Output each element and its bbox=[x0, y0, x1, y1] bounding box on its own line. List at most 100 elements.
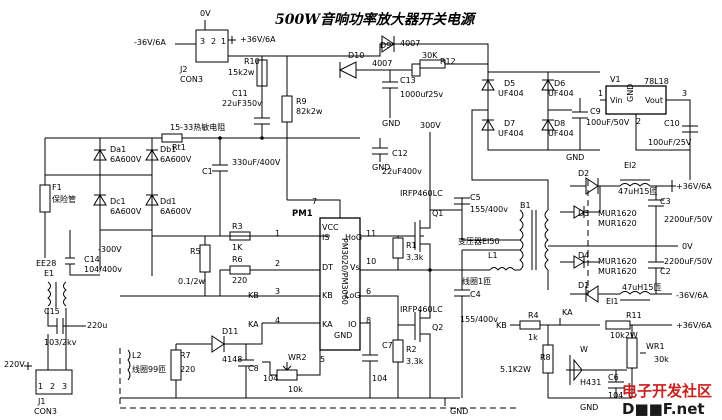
c14-value: 104/400v bbox=[84, 265, 122, 274]
c220u-label: 220u bbox=[87, 321, 107, 330]
c7-value: 104 bbox=[372, 374, 387, 383]
fuse-f1 bbox=[39, 137, 100, 258]
connector-j1 bbox=[35, 369, 73, 395]
r10-label: R10 bbox=[244, 57, 260, 66]
d11-label: D11 bbox=[222, 327, 238, 336]
resistor-r1 bbox=[392, 236, 404, 270]
watermark-line2: D■■F.net bbox=[622, 400, 705, 418]
pm1-label: PM1 bbox=[292, 209, 313, 219]
c6-value: 104 bbox=[608, 391, 623, 400]
transformer-label: 变压器EI50 bbox=[458, 236, 500, 246]
watermark-line1: 电子开发社区 bbox=[622, 382, 712, 400]
v1-pin1: 1 bbox=[598, 89, 603, 98]
j2-pin3: 3 bbox=[200, 37, 205, 46]
potentiometer-wr2 bbox=[270, 362, 305, 381]
out-p36: +36V/6A bbox=[676, 182, 712, 191]
db1-value: 6A600V bbox=[160, 155, 192, 164]
d7-value: UF404 bbox=[498, 129, 524, 138]
c9-label: C9 bbox=[590, 107, 601, 116]
v1-vin: Vin bbox=[610, 96, 623, 105]
c12-label: C12 bbox=[392, 149, 408, 158]
pin-ka: KA bbox=[322, 320, 333, 329]
diode-d9 bbox=[381, 35, 395, 53]
pm1-part: PM3020/PM3060 bbox=[340, 238, 349, 305]
inductor-bottom-value: 47uH15匝 bbox=[622, 283, 661, 292]
capacitor-c5 bbox=[430, 197, 470, 240]
capacitor-c6 bbox=[608, 370, 624, 398]
d9-label: D9 bbox=[380, 41, 391, 50]
c7-label: C7 bbox=[382, 341, 393, 350]
c2-value: 2200uF/50V bbox=[664, 257, 713, 266]
pin-log: LoG bbox=[345, 291, 360, 300]
r6-label: R6 bbox=[232, 255, 243, 264]
dc1-value: 6A600V bbox=[110, 207, 142, 216]
j2-pin1: 1 bbox=[221, 37, 226, 46]
d2-label: D2 bbox=[578, 169, 589, 178]
pm1-pin10: 10 bbox=[366, 257, 376, 266]
c12-value: 22uF400v bbox=[382, 167, 422, 176]
gnd-feedback: GND bbox=[580, 403, 598, 412]
da1-value: 6A600V bbox=[110, 155, 142, 164]
d10-value: 4007 bbox=[372, 59, 392, 68]
c15-value: 103/2kv bbox=[44, 338, 77, 347]
pm1-pin7: 7 bbox=[312, 197, 317, 206]
coil-l1 bbox=[489, 267, 515, 271]
h431-label: H431 bbox=[580, 378, 601, 387]
pm1-pin2: 2 bbox=[275, 259, 280, 268]
d8-label: D8 bbox=[554, 119, 565, 128]
gnd-aux: GND bbox=[566, 153, 584, 162]
resistor-r5 bbox=[199, 236, 211, 296]
label-m36-top: -36V/6A bbox=[134, 38, 166, 47]
label-300v: 300V bbox=[420, 121, 441, 130]
gnd-c13: GND bbox=[382, 119, 400, 128]
diode-d7 bbox=[481, 119, 495, 131]
pm1-pin1: 1 bbox=[275, 229, 280, 238]
pin-hog: HoG bbox=[345, 233, 362, 242]
c13-label: C13 bbox=[400, 76, 416, 85]
d5-value: UF404 bbox=[498, 89, 524, 98]
r8-label: R8 bbox=[540, 353, 551, 362]
mosfet-q1 bbox=[360, 210, 431, 262]
pin-vs: Vs bbox=[350, 263, 360, 272]
pm1-vcc: VCC bbox=[322, 223, 339, 232]
c11-value: 22uF350v bbox=[222, 99, 262, 108]
r2-label: R2 bbox=[406, 345, 417, 354]
v1-pin2: 2 bbox=[636, 117, 641, 126]
r11-label: R11 bbox=[626, 311, 642, 320]
j1-pin1: 1 bbox=[38, 382, 43, 391]
diode-d2 bbox=[570, 177, 620, 195]
l1-label: L1 bbox=[488, 251, 498, 260]
c6-label: C6 bbox=[608, 373, 619, 382]
wire bbox=[518, 71, 600, 151]
pm1-pin8: 8 bbox=[366, 316, 371, 325]
ei1-label: EI1 bbox=[606, 297, 619, 306]
d3-label: D3 bbox=[578, 209, 589, 218]
rt1-value: 15-33热敏电阻 bbox=[170, 122, 225, 132]
pm1-pin5: 5 bbox=[320, 355, 325, 364]
j2-type: CON3 bbox=[180, 75, 203, 84]
r3-label: R3 bbox=[232, 222, 243, 231]
c10-label: C10 bbox=[664, 119, 680, 128]
wire bbox=[287, 199, 341, 218]
j1-type: CON3 bbox=[34, 407, 57, 416]
j1-pin3: 3 bbox=[62, 382, 67, 391]
capacitor-c13 bbox=[382, 70, 398, 118]
j2-label: J2 bbox=[179, 65, 187, 74]
potentiometer-wr1 bbox=[626, 325, 646, 398]
diode-d8 bbox=[541, 119, 555, 131]
d4-value-b: MUR1620 bbox=[598, 267, 637, 276]
resistor-r3 bbox=[200, 231, 320, 241]
v1-gnd: GND bbox=[626, 84, 635, 102]
l1-value: 线圈1匝 bbox=[462, 276, 491, 286]
capacitor-c4 bbox=[454, 250, 470, 398]
d4-value-a: MUR1620 bbox=[598, 257, 637, 266]
pm1-pin3: 3 bbox=[275, 287, 280, 296]
dd1-label: Dd1 bbox=[160, 197, 176, 206]
c4-value: 155/400v bbox=[460, 315, 498, 324]
gnd-c12: GND bbox=[372, 163, 390, 172]
wire bbox=[262, 350, 321, 376]
r6-value: 220 bbox=[232, 276, 247, 285]
pm1-pin6: 6 bbox=[366, 287, 371, 296]
q1-part: IRFP460LC bbox=[400, 189, 443, 198]
r2-value: 3.3k bbox=[406, 357, 424, 366]
